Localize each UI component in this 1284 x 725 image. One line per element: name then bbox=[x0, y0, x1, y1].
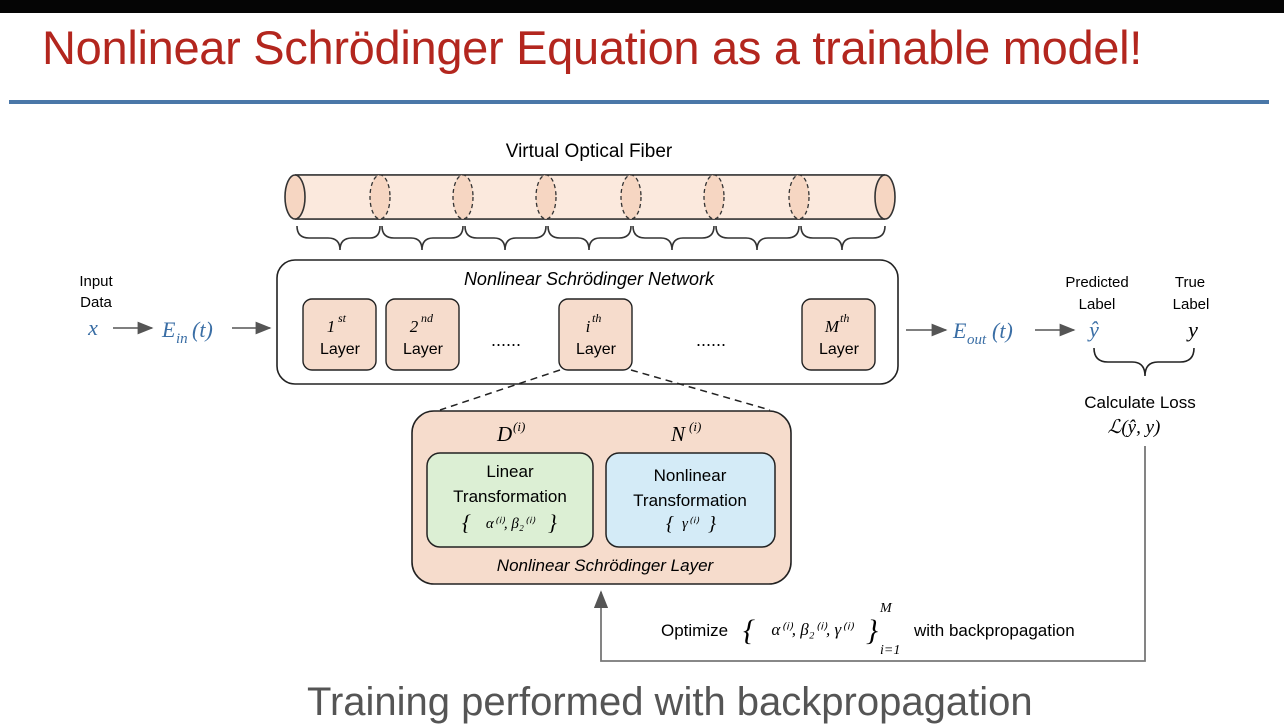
linear-transformation-box: Linear Transformation { α⁽ⁱ⁾, β₂⁽ⁱ⁾ } bbox=[426, 452, 594, 548]
svg-text:Layer: Layer bbox=[320, 341, 361, 358]
svg-text:}: } bbox=[708, 513, 716, 535]
svg-text:in: in bbox=[176, 331, 188, 347]
layer-ellipsis-2: ...... bbox=[696, 330, 726, 350]
fiber-label: Virtual Optical Fiber bbox=[506, 141, 673, 162]
true-label-line1: True bbox=[1175, 274, 1205, 291]
eout-symbol: E out (t) bbox=[952, 318, 1013, 348]
zoom-line-left bbox=[439, 369, 561, 411]
svg-text:{: { bbox=[462, 510, 471, 535]
svg-text:Nonlinear: Nonlinear bbox=[654, 466, 727, 485]
svg-text:N: N bbox=[670, 422, 686, 446]
svg-text:i=1: i=1 bbox=[880, 643, 900, 658]
svg-text:γ⁽ⁱ⁾: γ⁽ⁱ⁾ bbox=[682, 516, 699, 532]
svg-text:α⁽ⁱ⁾, β₂⁽ⁱ⁾, γ⁽ⁱ⁾: α⁽ⁱ⁾, β₂⁽ⁱ⁾, γ⁽ⁱ⁾ bbox=[771, 620, 854, 639]
input-x-symbol: x bbox=[87, 315, 98, 340]
layer-box-m: M th Layer bbox=[801, 298, 876, 371]
bottom-caption: Training performed with backpropagation bbox=[307, 680, 1033, 724]
ein-symbol: E in (t) bbox=[161, 317, 213, 347]
svg-text:Linear: Linear bbox=[486, 462, 534, 481]
feedback-loop bbox=[593, 446, 1146, 662]
svg-text:Layer: Layer bbox=[819, 341, 860, 358]
predicted-label-line1: Predicted bbox=[1065, 274, 1128, 291]
loss-formula: ℒ(ŷ, y) bbox=[1108, 417, 1161, 438]
svg-text:Optimize: Optimize bbox=[661, 621, 728, 640]
svg-text:D: D bbox=[496, 422, 512, 446]
svg-text:(t): (t) bbox=[992, 318, 1013, 343]
true-label-line2: Label bbox=[1173, 296, 1210, 313]
svg-text:th: th bbox=[840, 311, 849, 325]
optimize-expression: Optimize { α⁽ⁱ⁾, β₂⁽ⁱ⁾, γ⁽ⁱ⁾ } M i=1 wit… bbox=[661, 601, 1075, 658]
svg-text:E: E bbox=[952, 318, 967, 343]
d-operator-label: D (i) bbox=[496, 419, 525, 446]
svg-text:2: 2 bbox=[410, 317, 419, 336]
svg-text:(i): (i) bbox=[513, 419, 525, 434]
fiber-braces bbox=[296, 225, 886, 251]
svg-text:(i): (i) bbox=[689, 419, 701, 434]
predicted-symbol: ŷ bbox=[1087, 317, 1099, 342]
svg-text:(t): (t) bbox=[192, 317, 213, 342]
predicted-label-line2: Label bbox=[1079, 296, 1116, 313]
optical-fiber bbox=[284, 174, 896, 220]
svg-text:out: out bbox=[967, 332, 987, 348]
svg-text:1: 1 bbox=[327, 317, 336, 336]
svg-text:Layer: Layer bbox=[576, 341, 617, 358]
layer-box-i: i th Layer bbox=[558, 298, 633, 371]
page-title: Nonlinear Schrödinger Equation as a trai… bbox=[42, 21, 1143, 74]
svg-text:M: M bbox=[824, 317, 840, 336]
network-title: Nonlinear Schrödinger Network bbox=[464, 269, 715, 289]
svg-text:α⁽ⁱ⁾, β₂⁽ⁱ⁾: α⁽ⁱ⁾, β₂⁽ⁱ⁾ bbox=[486, 516, 535, 532]
svg-text:i: i bbox=[586, 317, 591, 336]
svg-text:}: } bbox=[866, 614, 878, 647]
svg-text:st: st bbox=[338, 311, 347, 325]
top-black-bar bbox=[0, 0, 1284, 13]
input-label-line2: Data bbox=[80, 294, 112, 311]
zoom-line-right bbox=[630, 369, 771, 411]
svg-text:Transformation: Transformation bbox=[633, 491, 747, 510]
svg-text:th: th bbox=[592, 311, 601, 325]
svg-text:{: { bbox=[743, 614, 755, 647]
layer-box-2: 2 nd Layer bbox=[385, 298, 460, 371]
layer-ellipsis-1: ...... bbox=[491, 330, 521, 350]
loss-brace bbox=[1093, 347, 1195, 377]
loss-label: Calculate Loss bbox=[1084, 393, 1196, 412]
input-label-line1: Input bbox=[79, 273, 113, 290]
svg-text:nd: nd bbox=[421, 311, 434, 325]
svg-text:}: } bbox=[548, 510, 557, 535]
nonlinear-transformation-box: Nonlinear Transformation { γ⁽ⁱ⁾ } bbox=[605, 452, 776, 548]
svg-text:Layer: Layer bbox=[403, 341, 444, 358]
svg-text:{: { bbox=[666, 513, 674, 535]
layer-detail-caption: Nonlinear Schrödinger Layer bbox=[497, 556, 715, 575]
n-operator-label: N (i) bbox=[670, 419, 701, 446]
title-divider bbox=[9, 100, 1269, 104]
svg-text:with backpropagation: with backpropagation bbox=[913, 621, 1075, 640]
true-symbol: y bbox=[1186, 317, 1198, 342]
svg-text:M: M bbox=[879, 601, 893, 616]
svg-text:E: E bbox=[161, 317, 176, 342]
svg-text:Transformation: Transformation bbox=[453, 487, 567, 506]
layer-box-1: 1 st Layer bbox=[302, 298, 377, 371]
